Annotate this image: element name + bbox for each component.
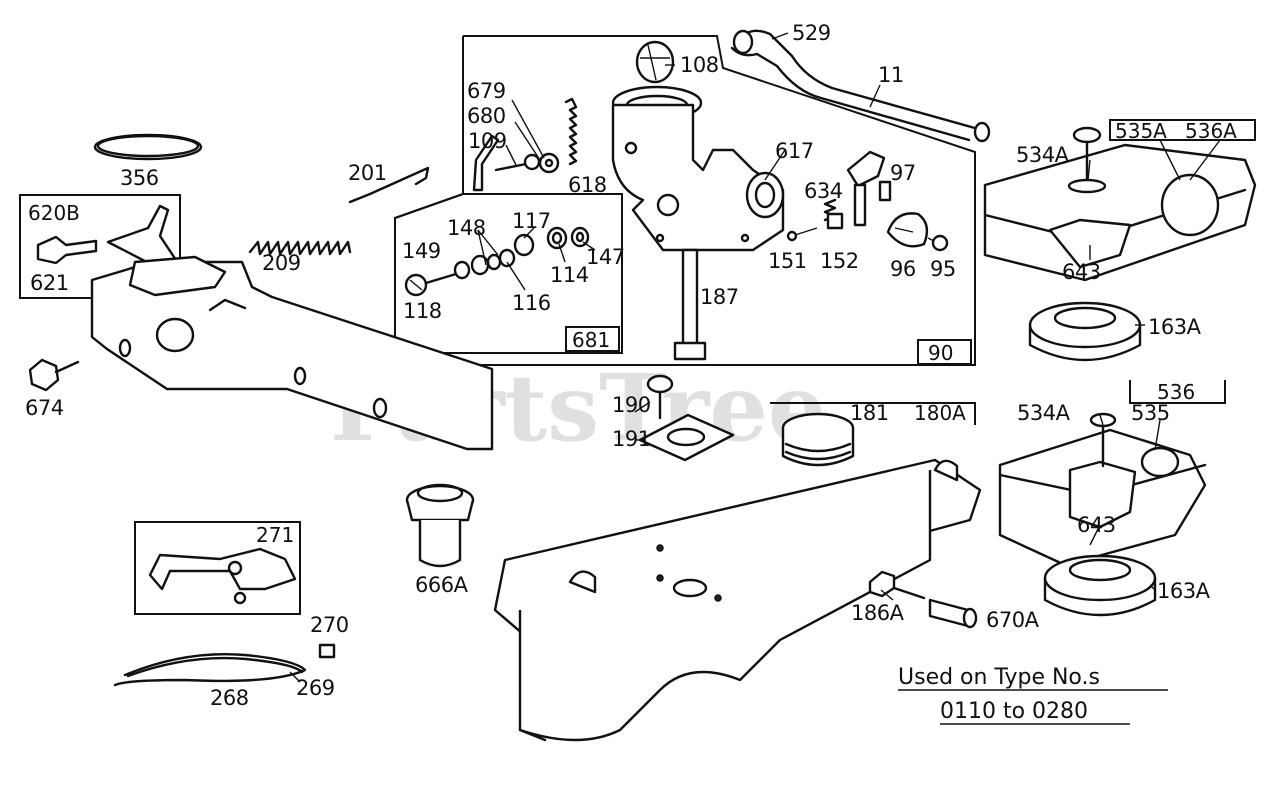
- box-label-90: 90: [928, 341, 953, 365]
- box-label-271: 271: [256, 523, 294, 547]
- fuel-tank-180a: [493, 458, 982, 742]
- box-535a-536a-outline: [1109, 119, 1256, 141]
- callout-618: 618: [568, 173, 607, 197]
- bolt-187: [673, 248, 707, 361]
- callout-621: 621: [30, 271, 69, 295]
- spring-152: [823, 198, 844, 230]
- parts-679-680-109-618: [472, 97, 578, 192]
- choke-disc-108: [635, 40, 675, 84]
- fuel-pipe-11: [730, 29, 991, 143]
- needle-634: [853, 183, 867, 227]
- element-163a-bottom: [1043, 554, 1157, 617]
- callout-679: 679: [467, 79, 506, 103]
- callout-209: 209: [262, 251, 301, 275]
- wire-268-269: [113, 652, 307, 687]
- bolt-674: [28, 358, 80, 392]
- callout-187: 187: [700, 285, 739, 309]
- cap-181: [781, 412, 855, 467]
- callout-148: 148: [447, 216, 486, 240]
- callout-11: 11: [878, 63, 904, 87]
- callout-534a-top: 534A: [1016, 143, 1070, 167]
- callout-680: 680: [467, 104, 506, 128]
- bushing-670a: [928, 598, 978, 629]
- callout-201: 201: [348, 161, 387, 185]
- callout-534a-bottom: 534A: [1017, 401, 1071, 425]
- air-cleaner-bottom: [998, 412, 1207, 567]
- callout-109: 109: [468, 129, 507, 153]
- callout-labels: 529 108 11 679 680 109 618 617 97 634 20…: [25, 21, 1211, 710]
- callout-356: 356: [120, 166, 159, 190]
- box-label-681: 681: [572, 328, 610, 352]
- callout-118: 118: [403, 299, 442, 323]
- element-163a-top: [1028, 301, 1142, 362]
- callout-634: 634: [804, 179, 843, 203]
- callout-149: 149: [402, 239, 441, 263]
- screw-190: [646, 374, 674, 420]
- box-536-outline: [1129, 380, 1226, 404]
- callout-147: 147: [586, 245, 625, 269]
- callout-152: 152: [820, 249, 859, 273]
- ring-356: [93, 133, 203, 161]
- callout-617: 617: [775, 139, 814, 163]
- spring-209: [248, 240, 352, 256]
- plate-96: [886, 212, 929, 248]
- callout-268: 268: [210, 686, 249, 710]
- callout-163a-top: 163A: [1148, 315, 1202, 339]
- bolt-186a: [868, 570, 926, 600]
- callout-114: 114: [550, 263, 589, 287]
- box-label-620b: 620B: [28, 201, 80, 225]
- lever-271: [148, 547, 297, 605]
- callout-535: 535: [1131, 401, 1170, 425]
- cap-666a: [405, 483, 475, 568]
- callout-95: 95: [930, 257, 956, 281]
- callout-674: 674: [25, 396, 64, 420]
- callout-117: 117: [512, 209, 551, 233]
- callout-643-top: 643: [1062, 260, 1101, 284]
- callout-643-bottom: 643: [1077, 513, 1116, 537]
- kit-box-681: [394, 193, 623, 354]
- box-681-tab: [565, 326, 620, 352]
- gasket-191: [638, 413, 735, 462]
- control-bracket: [90, 255, 494, 451]
- box-271-outline: [134, 521, 301, 615]
- callout-670a: 670A: [986, 608, 1040, 632]
- callout-269: 269: [296, 676, 335, 700]
- box-labels: 620B 681 90 535A 536A 180A 536 271: [28, 119, 1237, 547]
- callout-97: 97: [890, 161, 916, 185]
- callout-191: 191: [612, 427, 651, 451]
- kit-parts-681: [404, 226, 590, 297]
- callout-666a: 666A: [415, 573, 469, 597]
- note-line-2: 0110 to 0280: [940, 699, 1088, 724]
- callout-190: 190: [612, 393, 651, 417]
- box-90-tab: [917, 339, 972, 365]
- note-line-1: Used on Type No.s: [898, 665, 1100, 690]
- callout-96: 96: [890, 257, 916, 281]
- callout-270: 270: [310, 613, 349, 637]
- screw-151: [786, 227, 818, 242]
- callout-186a: 186A: [851, 601, 905, 625]
- callout-529: 529: [792, 21, 831, 45]
- air-cleaner-top: [983, 126, 1257, 282]
- link-201: [348, 166, 430, 204]
- callout-108: 108: [680, 53, 719, 77]
- nut-270: [318, 643, 336, 659]
- screw-95: [927, 234, 949, 252]
- box-label-180a: 180A: [914, 401, 966, 425]
- box-label-536: 536: [1157, 380, 1195, 404]
- box-180a-outline: [770, 402, 976, 425]
- lever-97: [846, 150, 892, 202]
- box-label-535a: 535A: [1115, 119, 1167, 143]
- box-label-536a: 536A: [1185, 119, 1237, 143]
- callout-151: 151: [768, 249, 807, 273]
- carburetor-body-617: [611, 85, 785, 252]
- callout-116: 116: [512, 291, 551, 315]
- type-note: Used on Type No.s 0110 to 0280: [898, 665, 1168, 725]
- leader-lines: [289, 32, 1221, 683]
- callout-163a-bottom: 163A: [1157, 579, 1211, 603]
- callout-181: 181: [850, 401, 889, 425]
- parts-620b: [36, 204, 182, 289]
